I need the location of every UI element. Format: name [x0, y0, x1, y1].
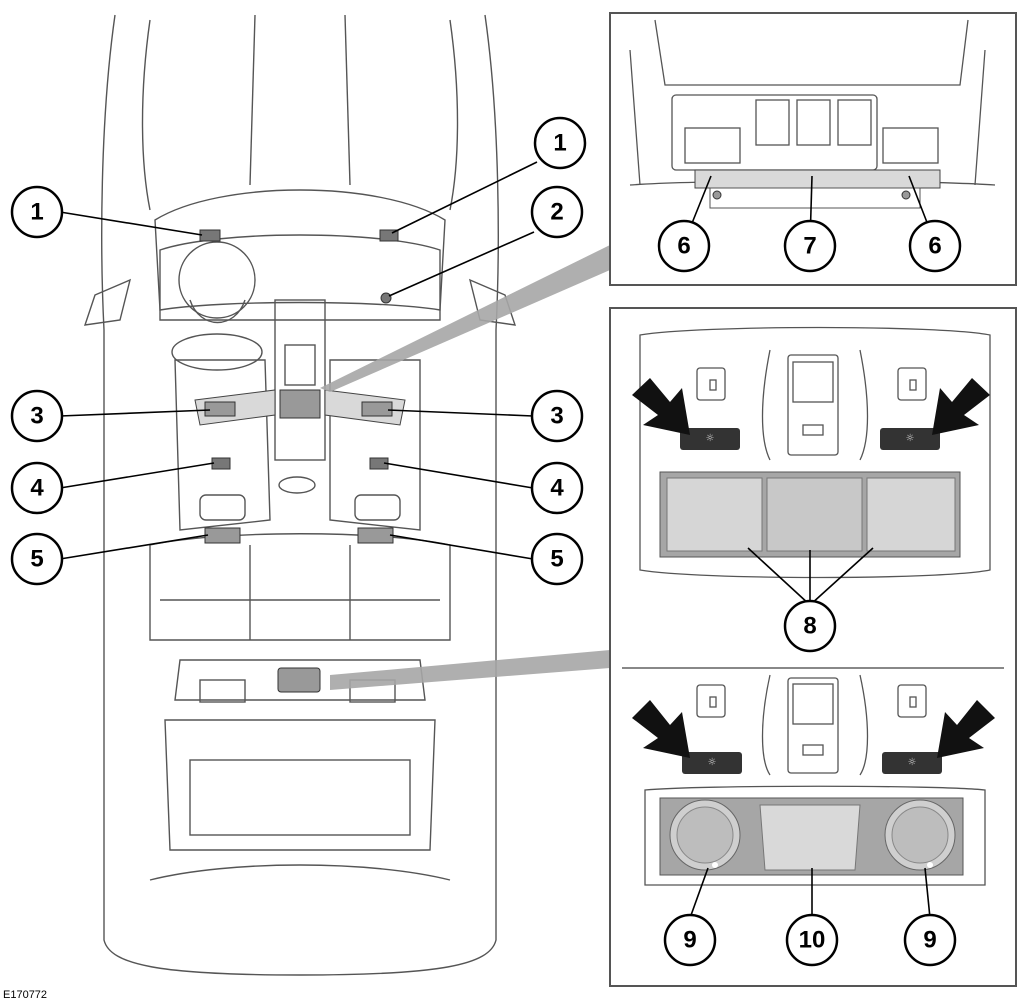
svg-text:☼: ☼: [706, 433, 715, 444]
car-top-view: [83, 14, 517, 976]
callout-2: 2: [530, 185, 584, 239]
callout-label: 10: [799, 927, 826, 954]
rear-courtesy-lens: [759, 804, 861, 871]
callout-label: 7: [803, 233, 816, 260]
callout-label: 9: [683, 927, 696, 954]
callouts: 1 1 2 3 3 4 4 5 5 6 7 6 8 9 10 9: [10, 116, 962, 967]
callout-label: 9: [923, 927, 936, 954]
front-footwell-lamp-right: [379, 229, 399, 242]
reading-lamp-button-left: [682, 752, 742, 774]
callout-label: 1: [30, 199, 43, 226]
callout-4-right: 4: [530, 461, 584, 515]
map-lamp-button-right: [880, 428, 940, 450]
callout-label: 5: [30, 546, 43, 573]
sensor-dot: [380, 292, 392, 304]
callout-label: 4: [30, 475, 44, 502]
rear-overhead-console: [277, 667, 321, 693]
leader-lines: [59, 161, 538, 560]
callout-1-left: 1: [10, 185, 64, 239]
map-lamp-button-left: [680, 428, 740, 450]
callout-5-left: 5: [10, 532, 64, 586]
callout-label: 6: [928, 233, 941, 260]
callout-label: 2: [550, 199, 563, 226]
callout-label: 8: [803, 613, 816, 640]
callout-9-left: 9: [663, 913, 717, 967]
map-lamp-lens-right: [866, 477, 956, 552]
callout-7: 7: [783, 219, 837, 273]
callout-label: 3: [550, 403, 563, 430]
panel-overhead-lamps: ☼ ☼ ☼ ☼: [609, 307, 1017, 987]
rear-door-lamp-left: [204, 527, 241, 544]
callout-4-left: 4: [10, 461, 64, 515]
svg-text:☼: ☼: [906, 433, 915, 444]
callout-label: 4: [550, 475, 564, 502]
pointer-arrow-left: [632, 378, 690, 435]
callout-3-right: 3: [530, 389, 584, 443]
callout-6-right: 6: [908, 219, 962, 273]
pointer-arrow-left-lower: [632, 700, 690, 758]
rear-door-lamp-right: [357, 527, 394, 544]
callout-label: 5: [550, 546, 563, 573]
pointer-arrow-right-lower: [937, 700, 995, 758]
callout-6-left: 6: [657, 219, 711, 273]
callout-10: 10: [785, 913, 839, 967]
pointer-arrow-right: [932, 378, 990, 435]
door-lamp-left: [211, 457, 231, 470]
right-mirror: [468, 278, 517, 326]
front-footwell-lamp-left: [199, 229, 221, 242]
courtesy-lamp-strip: [694, 169, 941, 189]
callout-5-right: 5: [530, 532, 584, 586]
map-lamp-lens-center: [766, 477, 863, 552]
reading-lamp-button-right: [882, 752, 942, 774]
callout-9-right: 9: [903, 913, 957, 967]
svg-text:☼: ☼: [708, 757, 717, 768]
map-lamp-lens-left: [666, 477, 763, 552]
callout-1-right: 1: [533, 116, 587, 170]
callout-label: 6: [677, 233, 690, 260]
figure-code: E170772: [3, 989, 48, 1001]
callout-3-left: 3: [10, 389, 64, 443]
callout-label: 3: [30, 403, 43, 430]
svg-text:☼: ☼: [908, 757, 917, 768]
callout-label: 1: [553, 130, 566, 157]
callout-8: 8: [783, 599, 837, 653]
left-mirror: [83, 278, 132, 326]
car-light-units: [194, 229, 406, 693]
leader-wedges: [320, 245, 610, 690]
